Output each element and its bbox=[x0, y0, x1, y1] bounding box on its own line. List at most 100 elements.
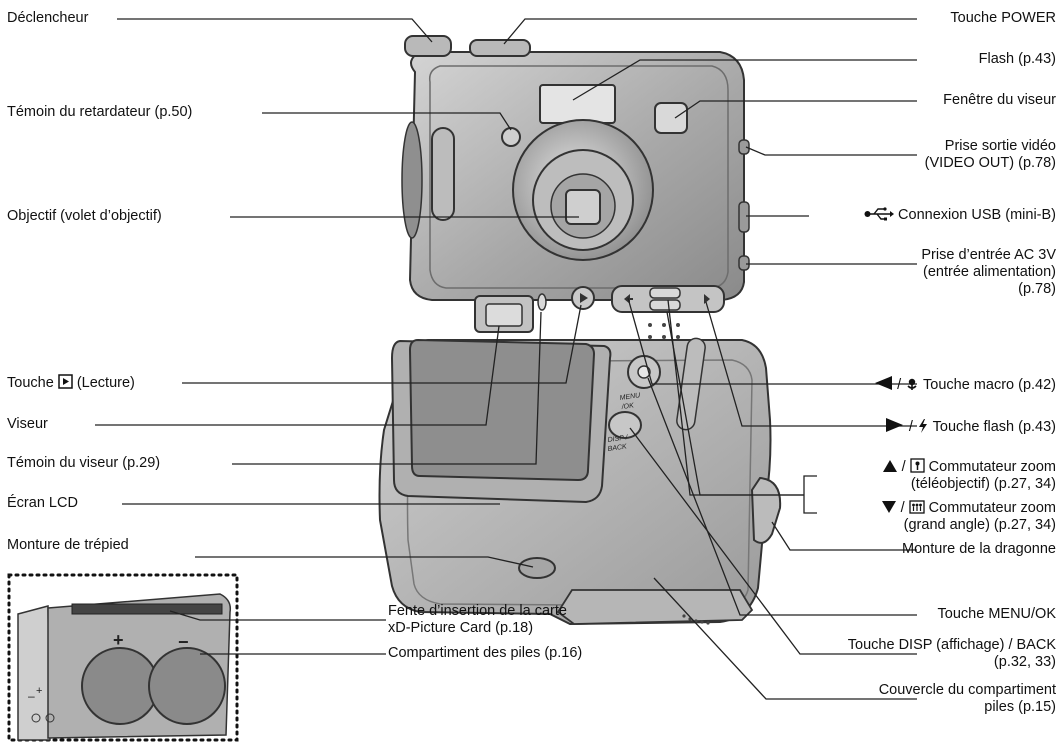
label-zoom-grand: / Commutateur zoom (grand angle) (p.27, … bbox=[881, 500, 1056, 534]
zoom-rocker bbox=[611, 285, 725, 313]
label-prise-ac-1: Prise d’entrée AC 3V bbox=[921, 247, 1056, 263]
speaker-grille bbox=[648, 323, 680, 339]
flash-bolt-icon bbox=[918, 419, 927, 433]
line-power bbox=[503, 18, 917, 45]
label-touche-menu: Touche MENU/OK bbox=[937, 606, 1056, 622]
label-temoin-retardateur: Témoin du retardateur (p.50) bbox=[7, 104, 193, 120]
battery-inset: + − – + bbox=[7, 573, 239, 742]
label-prise-ac-3: (p.78) bbox=[1018, 281, 1056, 297]
zoom-wide-key bbox=[649, 299, 681, 311]
label-couvercle-1: Couvercle du compartiment bbox=[878, 682, 1056, 698]
battery-right bbox=[148, 647, 226, 725]
front-grip bbox=[431, 127, 455, 221]
line-lecture bbox=[182, 304, 582, 384]
label-couvercle-2: piles (p.15) bbox=[984, 699, 1056, 715]
line-zoom-join-2 bbox=[666, 311, 804, 496]
label-touche-power: Touche POWER bbox=[950, 10, 1056, 26]
line-dragonne bbox=[771, 521, 917, 551]
macro-icon bbox=[907, 378, 917, 390]
label-touche-lecture-a: Touche bbox=[7, 375, 54, 391]
playback-icon bbox=[58, 374, 73, 389]
label-zoom-tele: / Commutateur zoom (téléobjectif) (p.27,… bbox=[882, 458, 1056, 493]
label-ecran-lcd: Écran LCD bbox=[7, 495, 78, 511]
label-monture-dragonne: Monture de la dragonne bbox=[902, 541, 1056, 557]
disp-back-marking-2: BACK bbox=[607, 443, 627, 453]
label-prise-video: Prise sortie vidéo (VIDEO OUT) (p.78) bbox=[925, 138, 1056, 172]
down-arrow-icon bbox=[881, 501, 896, 513]
label-monture-trepied: Monture de trépied bbox=[7, 537, 129, 553]
strap-mount bbox=[750, 476, 782, 544]
label-zoom-grand-sep: / bbox=[900, 500, 905, 516]
label-flash: Flash (p.43) bbox=[978, 51, 1056, 67]
label-connexion-usb: Connexion USB (mini-B) bbox=[864, 207, 1056, 224]
line-temoin bbox=[232, 311, 542, 465]
self-timer-lamp bbox=[501, 127, 521, 147]
line-menu bbox=[647, 377, 917, 616]
line-viseur bbox=[95, 325, 500, 426]
inset-dotted-frame bbox=[7, 573, 239, 742]
viewfinder-window bbox=[654, 102, 688, 134]
video-out-port bbox=[738, 139, 750, 155]
camera-front bbox=[401, 35, 750, 301]
latch-1 bbox=[31, 713, 41, 723]
usb-icon bbox=[864, 207, 895, 221]
label-touche-disp-2: (p.32, 33) bbox=[993, 654, 1056, 670]
shutter-button bbox=[404, 35, 452, 57]
label-prise-video-1: Prise sortie vidéo bbox=[944, 138, 1056, 154]
label-zoom-tele-text-1: Commutateur zoom bbox=[928, 459, 1056, 475]
dc-in-port bbox=[738, 255, 750, 271]
label-temoin-viseur: Témoin du viseur (p.29) bbox=[7, 455, 161, 471]
zoom-tele-icon bbox=[909, 458, 925, 473]
label-flash-touche-sep: / bbox=[908, 419, 913, 435]
menu-ok-marking-1: MENU bbox=[619, 392, 641, 402]
line-disp bbox=[629, 427, 917, 655]
up-arrow-icon bbox=[882, 460, 897, 472]
label-prise-ac: Prise d’entrée AC 3V (entrée alimentatio… bbox=[921, 247, 1056, 298]
label-touche-disp: Touche DISP (affichage) / BACK (p.32, 33… bbox=[848, 637, 1056, 671]
label-viseur: Viseur bbox=[7, 416, 48, 432]
label-touche-lecture-b: (Lecture) bbox=[76, 375, 135, 391]
line-zoom-tele bbox=[803, 475, 817, 514]
tripod-mount bbox=[518, 557, 556, 579]
battery-plus: + bbox=[113, 630, 124, 650]
label-zoom-grand-2: (grand angle) (p.27, 34) bbox=[903, 517, 1056, 533]
viewfinder-eyepiece bbox=[485, 303, 523, 327]
line-flash-touche bbox=[705, 301, 917, 427]
line-flash bbox=[572, 59, 917, 101]
inset-card-slot bbox=[71, 603, 223, 615]
label-connexion-usb-text: Connexion USB (mini-B) bbox=[898, 207, 1056, 223]
label-fente-1: Fente d’insertion de la carte bbox=[388, 603, 567, 619]
label-fente-2: xD-Picture Card (p.18) bbox=[388, 620, 534, 636]
label-flash-touche-text: Touche flash (p.43) bbox=[932, 419, 1056, 435]
battery-minus: − bbox=[178, 632, 189, 652]
right-arrow-icon bbox=[885, 418, 903, 432]
disp-back-marking-1: DISP / bbox=[607, 434, 629, 444]
latch-2 bbox=[45, 713, 55, 723]
label-macro-text: Touche macro (p.42) bbox=[923, 377, 1056, 393]
inset-door bbox=[17, 605, 51, 741]
front-body-inner bbox=[428, 65, 729, 289]
zoom-tele-key bbox=[649, 287, 681, 299]
battery-cover bbox=[556, 589, 754, 625]
lens-cover bbox=[565, 189, 601, 225]
terminal-plus: + bbox=[36, 685, 42, 697]
label-macro-sep: / bbox=[897, 377, 902, 393]
label-zoom-grand-text-1: Commutateur zoom bbox=[928, 500, 1056, 516]
left-bulge bbox=[401, 121, 423, 239]
viewfinder-lamp bbox=[537, 293, 547, 311]
line-declencheur bbox=[117, 18, 433, 43]
menu-ok-marking-2: /OK bbox=[620, 402, 634, 411]
label-declencheur: Déclencheur bbox=[7, 10, 89, 26]
label-fenetre-viseur: Fenêtre du viseur bbox=[943, 92, 1056, 108]
line-retardateur bbox=[262, 112, 512, 131]
left-arrow-icon bbox=[875, 376, 893, 390]
label-macro: / Touche macro (p.42) bbox=[873, 375, 1056, 394]
label-zoom-tele-2: (téléobjectif) (p.27, 34) bbox=[910, 476, 1056, 492]
label-flash-touche: / Touche flash (p.43) bbox=[885, 417, 1056, 436]
line-video bbox=[745, 146, 917, 156]
zoom-wide-icon bbox=[908, 500, 925, 514]
leader-lines bbox=[95, 18, 917, 700]
label-fente: Fente d’insertion de la carte xD-Picture… bbox=[388, 603, 567, 637]
label-compartiment-piles: Compartiment des piles (p.16) bbox=[388, 645, 583, 661]
label-touche-disp-1: Touche DISP (affichage) / BACK bbox=[847, 637, 1056, 653]
